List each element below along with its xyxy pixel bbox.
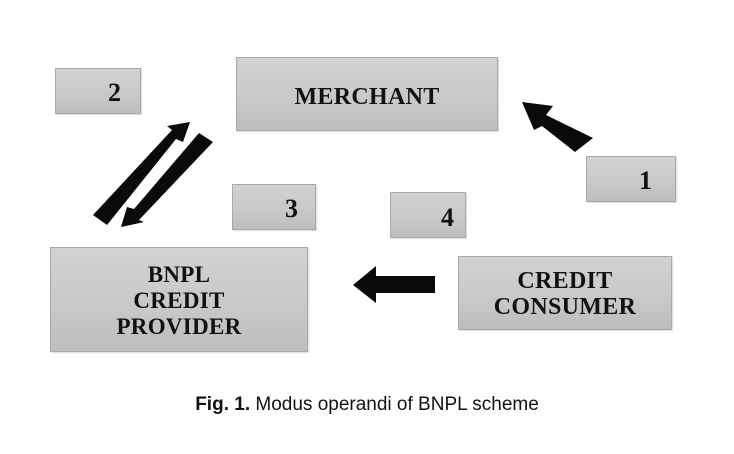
bnpl-label-line-2: CREDIT: [133, 288, 225, 313]
credit-consumer-label: CREDIT CONSUMER: [459, 268, 671, 320]
credit-consumer-box: CREDIT CONSUMER: [458, 256, 672, 330]
step-1-number: 1: [639, 166, 652, 195]
step-3-box: 3: [232, 184, 316, 230]
step-1-box: 1: [586, 156, 676, 202]
step-2-number: 2: [108, 78, 121, 107]
consumer-label-line-2: CONSUMER: [493, 294, 637, 320]
bnpl-credit-provider-box: BNPL CREDIT PROVIDER: [50, 247, 308, 352]
bnpl-label-line-3: PROVIDER: [116, 314, 242, 339]
figure-caption: Fig. 1. Modus operandi of BNPL scheme: [0, 394, 734, 416]
arrow-consumer-to-provider: [353, 266, 435, 303]
caption-text: Modus operandi of BNPL scheme: [255, 394, 539, 415]
merchant-box: MERCHANT: [236, 57, 498, 131]
step-4-number: 4: [441, 203, 454, 232]
step-3-number: 3: [285, 194, 298, 223]
arrow-provider-to-merchant: [93, 122, 190, 225]
arrow-merchant-to-provider: [121, 133, 213, 227]
bnpl-label-line-1: BNPL: [147, 262, 211, 287]
step-4-box: 4: [390, 192, 466, 238]
consumer-label-line-1: CREDIT: [517, 268, 613, 294]
arrow-consumer-to-merchant: [522, 102, 593, 152]
bnpl-credit-provider-label: BNPL CREDIT PROVIDER: [51, 262, 307, 340]
merchant-label: MERCHANT: [294, 84, 440, 110]
step-2-box: 2: [55, 68, 141, 114]
caption-label: Fig. 1.: [195, 394, 251, 415]
